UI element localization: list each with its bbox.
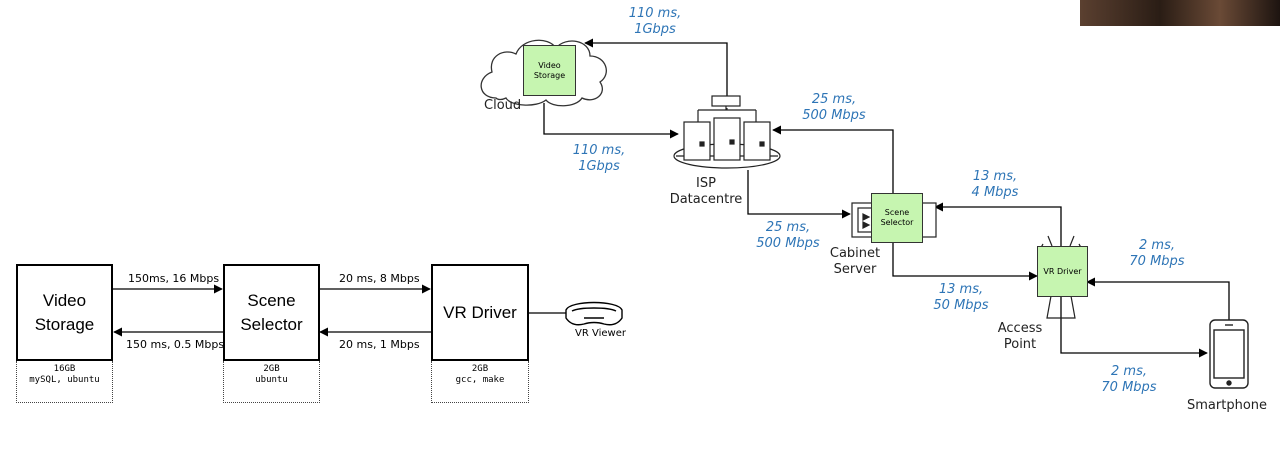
isp-to-cloud-latency: 110 ms, [628,6,682,21]
webcam-overlay [1080,0,1280,26]
vr-headset-icon [565,301,623,326]
scene-selector-spec-software: ubuntu [255,375,288,385]
server-rack-icon [673,95,781,169]
cabinet-to-ap-latency: 13 ms, [938,282,984,297]
smartphone-label: Smartphone [1187,398,1268,413]
arrow-cabinet-to-isp [772,125,894,194]
cabinet-label-line2: Server [833,262,877,277]
link-label-selector-to-storage: 150 ms, 0.5 Mbps [126,338,225,351]
ap-to-phone-bandwidth: 70 Mbps [1101,380,1157,395]
isp-label-line1: ISP [696,176,716,191]
video-storage-spec-ram: 16GB [53,364,76,374]
access-point-label-line1: Access [997,321,1043,336]
cabinet-label: Cabinet Server [826,246,884,278]
access-point-label-line2: Point [1003,337,1037,352]
ap-to-cabinet-bandwidth: 4 Mbps [971,185,1019,200]
scene-selector-spec: 2GB ubuntu [223,361,320,403]
phone-to-ap-bandwidth: 70 Mbps [1129,254,1185,269]
arrow-ap-to-phone [1060,296,1208,358]
video-storage-box: Video Storage [16,264,113,361]
ap-to-phone-latency: 2 ms, [1111,364,1147,379]
cabinet-to-isp-bandwidth: 500 Mbps [802,108,866,123]
cabinet-scene-selector-box: Scene Selector [871,193,923,243]
scene-selector-title: Scene Selector [240,290,303,334]
vr-viewer-label: VR Viewer [575,328,626,339]
arrow-isp-to-cabinet [747,170,851,219]
video-storage-title: Video Storage [34,290,95,334]
cabinet-scene-selector-label: Scene Selector [880,208,914,227]
vr-driver-box: VR Driver [431,264,529,361]
isp-label: ISP Datacentre [668,176,744,208]
cloud-video-storage-box: Video Storage [523,45,576,96]
link-label-cloud-to-isp: 110 ms, 1Gbps [564,143,634,175]
link-label-isp-to-cloud: 110 ms, 1Gbps [620,6,690,38]
link-label-isp-to-cabinet: 25 ms, 500 Mbps [750,220,826,252]
scene-selector-spec-ram: 2GB [263,364,280,374]
cloud-label: Cloud [484,98,522,113]
link-label-ap-to-cabinet: 13 ms, 4 Mbps [960,169,1030,201]
cabinet-to-ap-bandwidth: 50 Mbps [933,298,989,313]
arrow-isp-to-cloud [584,38,728,98]
isp-label-line2: Datacentre [669,192,743,207]
vr-driver-title: VR Driver [443,302,517,322]
cloud-video-storage-label: Video Storage [533,60,566,80]
link-label-ap-to-phone: 2 ms, 70 Mbps [1094,364,1164,396]
ap-to-cabinet-latency: 13 ms, [972,169,1018,184]
cloud-to-isp-bandwidth: 1Gbps [578,159,620,174]
smartphone-icon [1209,319,1249,389]
isp-to-cabinet-latency: 25 ms, [765,220,811,235]
vr-driver-spec: 2GB gcc, make [431,361,529,403]
phone-to-ap-latency: 2 ms, [1139,238,1175,253]
arrow-cloud-to-isp [543,103,679,139]
access-point-vr-driver-label: VR Driver [1043,266,1082,276]
link-label-storage-to-selector: 150ms, 16 Mbps [128,272,220,285]
access-point-vr-driver-box: VR Driver [1037,246,1088,297]
video-storage-spec-software: mySQL, ubuntu [29,375,100,385]
link-label-driver-to-selector: 20 ms, 1 Mbps [339,338,420,351]
arrow-ap-to-cabinet [934,202,1062,246]
cabinet-to-isp-latency: 25 ms, [811,92,857,107]
isp-to-cloud-bandwidth: 1Gbps [634,22,676,37]
arrow-cabinet-to-ap [892,242,1038,281]
link-label-cabinet-to-isp: 25 ms, 500 Mbps [796,92,872,124]
vr-driver-spec-software: gcc, make [455,375,505,385]
isp-to-cabinet-bandwidth: 500 Mbps [756,236,820,251]
link-label-selector-to-driver: 20 ms, 8 Mbps [339,272,420,285]
cabinet-label-line1: Cabinet [829,246,881,261]
access-point-label: Access Point [994,321,1046,353]
vr-driver-spec-ram: 2GB [471,364,489,374]
arrow-phone-to-ap [1086,277,1230,322]
scene-selector-box: Scene Selector [223,264,320,361]
link-label-phone-to-ap: 2 ms, 70 Mbps [1122,238,1192,270]
cloud-to-isp-latency: 110 ms, [572,143,626,158]
link-label-cabinet-to-ap: 13 ms, 50 Mbps [926,282,996,314]
video-storage-spec: 16GB mySQL, ubuntu [16,361,113,403]
